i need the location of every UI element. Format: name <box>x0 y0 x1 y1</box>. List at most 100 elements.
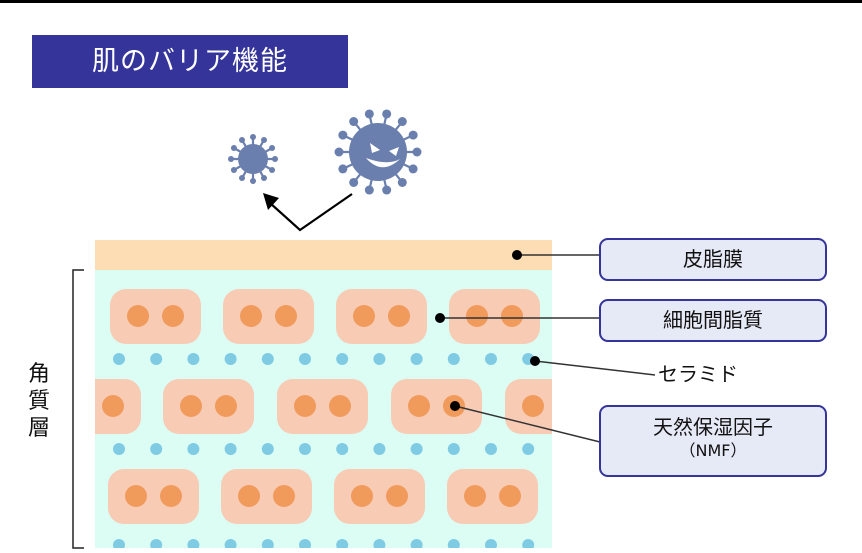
ceramide-dot <box>261 353 274 365</box>
label-intercellular-lipid: 細胞間脂質 <box>599 299 827 342</box>
ceramide-dot <box>150 353 163 365</box>
nmf-nucleus <box>127 305 149 327</box>
corneocyte-cell <box>449 289 540 344</box>
ceramide-dot <box>224 443 237 455</box>
sebum-layer <box>95 240 552 270</box>
virus-mouth <box>366 158 400 168</box>
nmf-nucleus <box>464 485 486 507</box>
ceramide-dot <box>485 353 497 365</box>
ceramide-dot <box>447 353 460 365</box>
corneocyte-cell <box>505 379 579 434</box>
nmf-nucleus <box>499 485 521 507</box>
corneocyte-cell <box>67 379 141 434</box>
top-border <box>0 0 862 3</box>
nmf-nucleus <box>160 485 182 507</box>
corneocyte-cell <box>277 379 368 434</box>
nmf-nucleus <box>408 395 430 417</box>
ceramide-dot <box>113 539 125 548</box>
ceramide-dot <box>187 443 200 455</box>
nmf-nucleus <box>294 395 316 417</box>
ceramide-dot <box>485 539 497 548</box>
label-ceramide: セラミド <box>658 362 738 386</box>
corneocyte-cell <box>336 289 427 344</box>
pointer-dot-lipid <box>435 313 445 323</box>
ceramide-dot <box>261 539 274 548</box>
nmf-nucleus <box>215 395 237 417</box>
label-nmf: 天然保湿因子 （NMF） <box>599 405 827 477</box>
ceramide-dot <box>373 353 386 365</box>
label-nmf-sub: （NMF） <box>679 441 747 460</box>
ceramide-dot <box>485 443 497 455</box>
corneocyte-cell <box>163 379 254 434</box>
small-virus-icon <box>228 134 278 184</box>
label-lipid-text: 細胞間脂質 <box>663 308 763 332</box>
nmf-nucleus <box>67 395 89 417</box>
leader-lines <box>435 250 656 443</box>
nmf-nucleus <box>329 395 351 417</box>
ceramide-dot <box>410 539 423 548</box>
ceramide-dot <box>299 539 311 548</box>
ceramide-dot <box>187 539 200 548</box>
nmf-nucleus <box>162 305 184 327</box>
corneocytes <box>67 289 579 524</box>
ceramide-dot <box>113 443 125 455</box>
ceramide-dot <box>299 353 311 365</box>
ceramide-dot <box>410 443 423 455</box>
nmf-nucleus <box>557 395 579 417</box>
nmf-nucleus <box>501 305 523 327</box>
pointer-dot-nmf <box>450 401 460 411</box>
nmf-nucleus <box>273 485 295 507</box>
ceramide-dot <box>299 443 311 455</box>
ceramide-dot <box>113 353 125 365</box>
corneocyte-cell <box>391 379 482 434</box>
nmf-nucleus <box>102 395 124 417</box>
ceramide-dot <box>373 443 386 455</box>
nmf-nucleus <box>238 485 260 507</box>
evil-virus-icon <box>334 109 422 195</box>
nmf-nucleus <box>388 305 410 327</box>
ceramide-dot <box>336 353 349 365</box>
pointer-dot-sebum <box>512 250 522 260</box>
ceramide-dot <box>522 443 535 455</box>
nmf-nucleus <box>125 485 147 507</box>
corneocyte-cell <box>221 469 312 524</box>
ceramide-dot <box>410 353 423 365</box>
virus-eye <box>370 143 380 153</box>
nmf-nucleus <box>240 305 262 327</box>
deflect-arrow-icon <box>263 193 353 232</box>
ceramide-dot <box>150 443 163 455</box>
nmf-nucleus <box>275 305 297 327</box>
corneocyte-cell <box>110 289 201 344</box>
label-sebum-text: 皮脂膜 <box>683 247 743 271</box>
nmf-nucleus <box>180 395 202 417</box>
label-stratum-corneum: 角質層 <box>28 362 51 441</box>
corneocyte-cell <box>223 289 314 344</box>
ceramide-dot <box>150 539 163 548</box>
label-nmf-text: 天然保湿因子 <box>653 415 773 439</box>
corneocyte-cell <box>447 469 538 524</box>
leader-ceramide <box>534 360 656 376</box>
ceramide-dot <box>224 539 237 548</box>
nmf-nucleus <box>522 395 544 417</box>
ceramide-dot <box>373 539 386 548</box>
nmf-nucleus <box>466 305 488 327</box>
page-title: 肌のバリア機能 <box>32 35 348 88</box>
ceramide-dot <box>447 539 460 548</box>
ceramide-dot <box>261 443 274 455</box>
nmf-nucleus <box>386 485 408 507</box>
nmf-nucleus <box>351 485 373 507</box>
nmf-nucleus <box>353 305 375 327</box>
ceramide-dot <box>187 353 200 365</box>
ceramide-dot <box>522 539 535 548</box>
stratum-corneum-bracket <box>72 269 84 549</box>
virus-eye <box>389 147 399 156</box>
ceramide-dots <box>113 353 535 548</box>
ceramide-dot <box>336 443 349 455</box>
ceramide-dot <box>447 443 460 455</box>
label-sebum-membrane: 皮脂膜 <box>599 238 827 281</box>
corneocyte-cell <box>334 469 425 524</box>
ceramide-dot <box>336 539 349 548</box>
leader-nmf <box>454 405 601 443</box>
corneocyte-cell <box>108 469 199 524</box>
